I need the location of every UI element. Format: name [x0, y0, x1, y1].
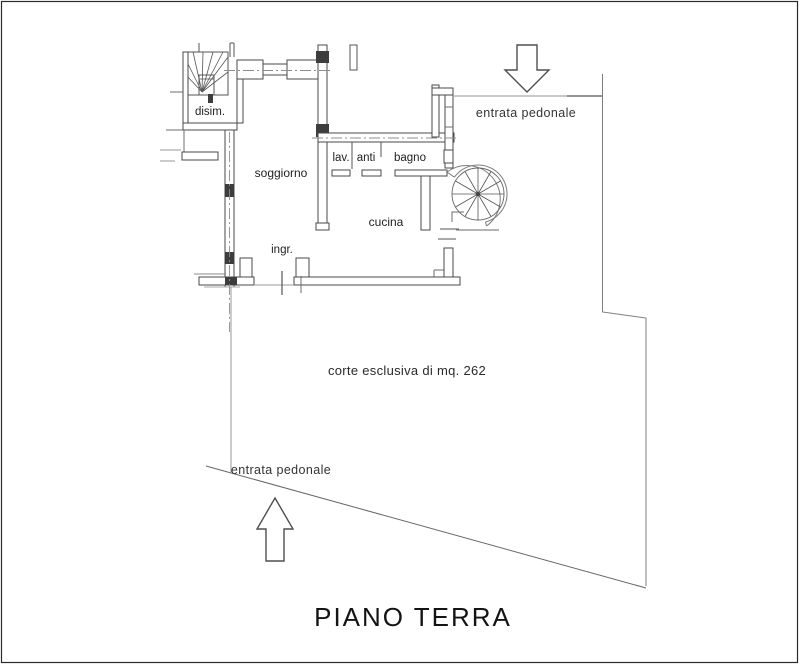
arrow-down-icon: [503, 44, 551, 93]
cucina-walls: [420, 175, 459, 279]
staircase-icon: [185, 42, 235, 103]
spiral-staircase-icon: [443, 149, 508, 231]
corridor-top-wall: [236, 59, 319, 80]
room-label-bagno: bagno: [394, 152, 426, 164]
room-label-soggiorno: soggiorno: [255, 166, 308, 180]
wall-centerlines: [224, 70, 458, 332]
courtyard-label: corte esclusiva di mq. 262: [328, 363, 486, 378]
room-label-cucina: cucina: [369, 215, 404, 229]
disim-walls: [160, 51, 244, 162]
top-right-walls: [431, 84, 454, 169]
room-label-anti: anti: [357, 152, 376, 164]
room-label-ingr: ingr.: [271, 244, 293, 256]
room-label-disim: disim.: [195, 106, 225, 118]
entrance-bottom-label: entrata pedonale: [231, 463, 331, 477]
room-label-lav: lav.: [332, 152, 349, 164]
bottom-wall: [194, 257, 461, 295]
page-title: PIANO TERRA: [314, 602, 512, 632]
entrance-top-label: entrata pedonale: [476, 106, 576, 120]
courtyard-boundary: [205, 74, 647, 589]
arrow-up-icon: [255, 496, 295, 562]
